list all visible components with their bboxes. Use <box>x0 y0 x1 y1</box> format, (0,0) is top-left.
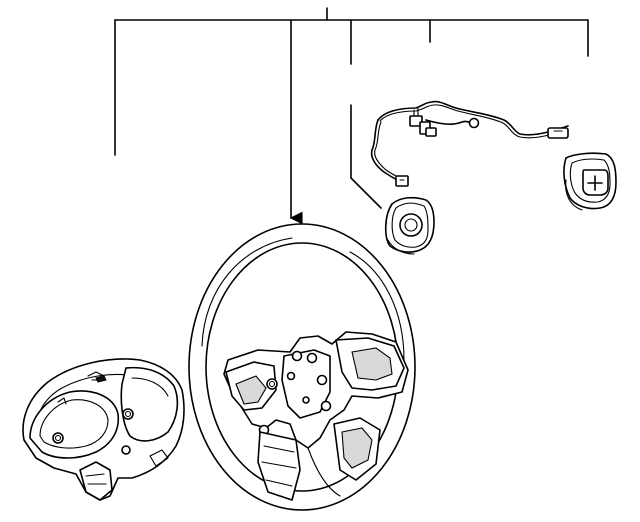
left-switch-icon <box>384 196 435 255</box>
airbag-module-icon <box>22 358 185 501</box>
wiring-harness-icon <box>370 100 569 187</box>
callout-leaders <box>114 7 589 225</box>
right-switch-icon <box>563 152 617 211</box>
steering-wheel-icon <box>188 223 416 511</box>
leader-left-switch <box>350 104 382 209</box>
